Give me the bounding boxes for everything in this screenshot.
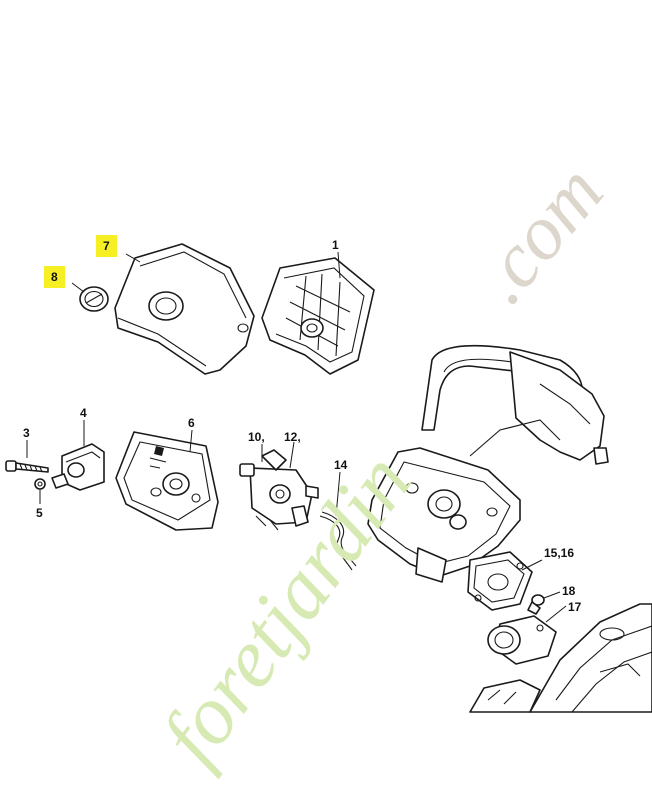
callout-8: 8 bbox=[44, 266, 65, 288]
part-6-carburetor-box bbox=[115, 431, 219, 531]
callout-17: 17 bbox=[568, 600, 582, 614]
part-8-cover-knob bbox=[79, 286, 109, 312]
callout-1: 1 bbox=[332, 238, 339, 252]
part-18-screw bbox=[527, 594, 545, 615]
part-4-cover-plate bbox=[51, 443, 105, 491]
part-17-intake-flange bbox=[487, 615, 557, 665]
part-3-screw bbox=[5, 460, 49, 473]
part-15-16-manifold-gasket bbox=[467, 551, 533, 611]
callout-6: 6 bbox=[188, 416, 195, 430]
crankcase-frame bbox=[367, 344, 609, 583]
part-1-air-filter bbox=[261, 257, 375, 375]
callout-3: 3 bbox=[23, 426, 30, 440]
part-10-12-carburetor bbox=[239, 449, 319, 531]
callout-7: 7 bbox=[96, 235, 117, 257]
callout-14: 14 bbox=[334, 458, 348, 472]
callout-12: 12, bbox=[284, 430, 301, 444]
part-5-washer bbox=[34, 478, 46, 490]
leader-lines bbox=[26, 251, 567, 623]
callout-15-16: 15,16 bbox=[544, 546, 575, 560]
callout-10: 10, bbox=[248, 430, 265, 444]
part-7-top-cover bbox=[114, 243, 255, 375]
part-14-fuel-hose bbox=[319, 511, 357, 571]
callout-4: 4 bbox=[80, 406, 87, 420]
callout-18: 18 bbox=[562, 584, 576, 598]
callout-5: 5 bbox=[36, 506, 43, 520]
lower-housing bbox=[469, 603, 652, 713]
